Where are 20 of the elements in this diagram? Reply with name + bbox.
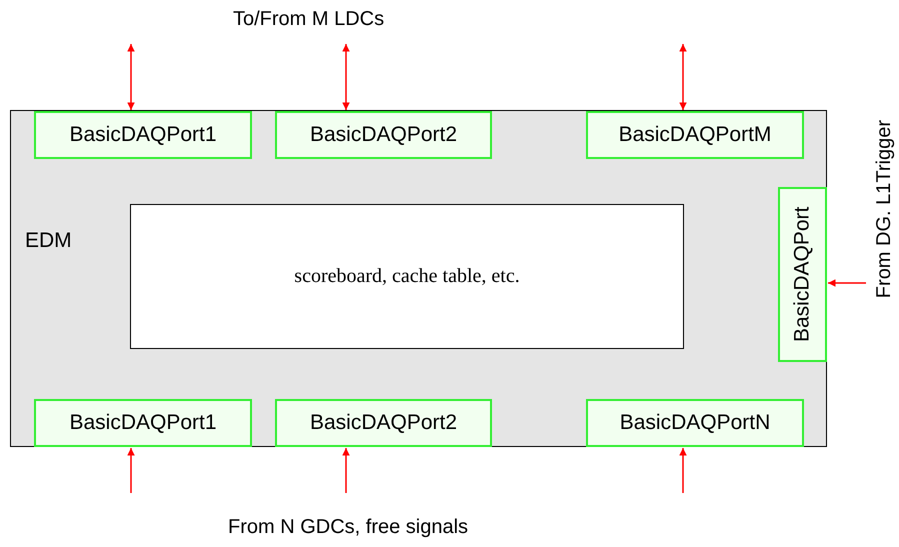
port-box: BasicDAQPort2 [275,111,492,159]
arrow [127,44,135,110]
arrow [342,448,350,493]
arrow [127,448,135,493]
port-box: BasicDAQPort1 [34,111,252,159]
arrow [679,448,687,493]
signal-label: To/From M LDCs [233,8,384,30]
signal-label: From DG. L1Trigger [873,120,895,298]
signal-label: From N GDCs, free signals [228,516,468,538]
port-box: BasicDAQPortM [586,111,804,159]
port-box: BasicDAQPort1 [34,399,252,447]
port-box: BasicDAQPortN [586,399,804,447]
port-box: BasicDAQPort [778,187,827,362]
arrow [828,279,866,287]
arrow [679,44,687,110]
port-box: BasicDAQPort2 [275,399,492,447]
module-box [10,110,827,447]
arrow [342,44,350,110]
module-label: EDM [25,229,72,253]
table-box: scoreboard, cache table, etc. [130,204,684,349]
